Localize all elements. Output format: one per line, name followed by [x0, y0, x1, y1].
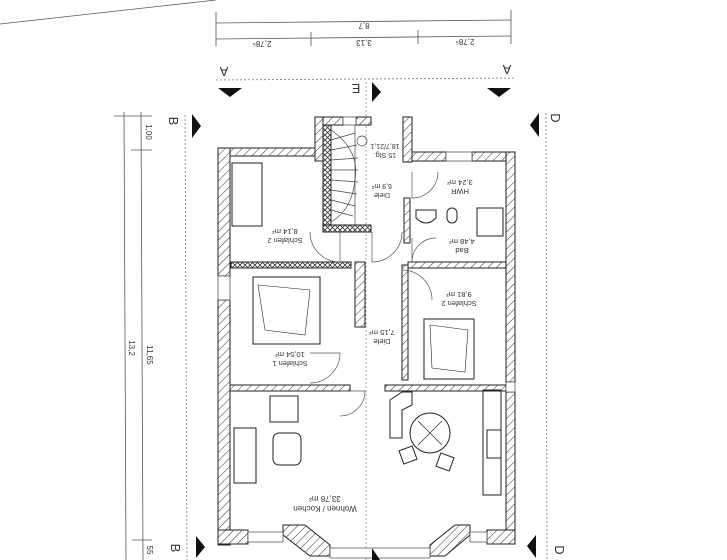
section-line-b: [184, 114, 188, 560]
coffee-table: [272, 432, 302, 466]
dim-total-width: 8,7: [358, 21, 370, 30]
section-line-d: [545, 112, 548, 560]
dim-total-height: 13,2: [127, 340, 136, 356]
room-label-hwr: HWR: [450, 187, 468, 196]
chair-2: [435, 452, 455, 472]
section-arrow-a-left: [218, 88, 242, 97]
top-dimension-lines: [0, 0, 512, 46]
section-arrow-b-top: [192, 114, 201, 138]
walls: [217, 116, 516, 557]
room-area-wohnen-kochen: 33,78 m²: [309, 494, 341, 503]
room-label-schlafen1: Schlafen 1: [272, 359, 307, 368]
kitchen-counter: [482, 389, 502, 496]
doors: [309, 171, 439, 417]
section-marker-a-right: A: [502, 62, 511, 77]
armchair: [269, 395, 299, 423]
section-arrow-d-bottom: [527, 535, 536, 558]
corner-bench: [389, 391, 413, 439]
section-marker-b-top: B: [166, 117, 181, 126]
dining-table: [409, 412, 451, 454]
room-area-diele-upper: 6,9 m²: [371, 182, 392, 189]
stairs-label: 15 Stg.: [374, 151, 396, 158]
sink: [486, 429, 502, 459]
dim-seg-1: 2,78⁵: [253, 39, 272, 48]
washbasin: [415, 209, 437, 224]
windows: [217, 116, 516, 559]
staircase: [330, 125, 368, 225]
dim-bottom-offset: 55: [145, 546, 154, 555]
room-label-wohnen-kochen: Wohnen / Kochen: [293, 504, 356, 513]
room-label-bad: Bad: [455, 246, 468, 255]
room-area-schlafen1: 10,54 m²: [275, 350, 305, 359]
room-area-bad: 4,48 m²: [449, 237, 475, 246]
room-label-schlafen2-right: Schlafen 2: [441, 299, 476, 308]
section-marker-d-top: D: [548, 113, 563, 122]
section-marker-a-left: A: [219, 64, 228, 79]
section-line-a: [215, 77, 516, 81]
section-arrow-d-top: [530, 113, 539, 137]
room-label-diele-lower: Diele: [373, 337, 390, 346]
room-label-schlafen2-left: Schlafen 2: [267, 236, 302, 245]
section-arrow-b-bottom: [196, 536, 205, 558]
section-arrow-e: [372, 82, 381, 102]
section-marker-d-bottom: D: [552, 545, 567, 554]
bed-schlafen2-right: [423, 318, 475, 380]
section-marker-e: E: [351, 81, 360, 96]
room-area-schlafen2-right: 9,81 m²: [446, 290, 472, 299]
toilet: [446, 207, 458, 224]
section-arrow-e-bottom: [372, 548, 380, 560]
room-area-hwr: 3,24 m²: [447, 178, 473, 187]
stairs-ratio: 18,7/21,1: [370, 142, 399, 149]
wardrobe-schlafen2-left: [231, 162, 263, 227]
left-dimension-lines: [114, 111, 152, 560]
dim-inner-height: 11,65: [145, 345, 154, 365]
dim-seg-3: 2,78⁵: [456, 37, 475, 46]
dim-top-offset: 1,00: [144, 124, 153, 140]
dim-seg-2: 3,13: [356, 38, 372, 47]
section-marker-b-bottom: B: [168, 544, 183, 553]
room-label-diele-upper: Diele: [374, 191, 390, 198]
chair-1: [398, 445, 418, 465]
sofa: [233, 427, 257, 484]
shower: [476, 207, 504, 237]
room-area-schlafen2-left: 8,14 m²: [272, 227, 298, 236]
room-area-diele-lower: 7,15 m²: [369, 328, 395, 337]
furniture: [231, 162, 504, 496]
stair-walls: [230, 124, 372, 269]
bed-schlafen1: [252, 276, 321, 345]
section-arrow-a-right: [487, 88, 511, 97]
